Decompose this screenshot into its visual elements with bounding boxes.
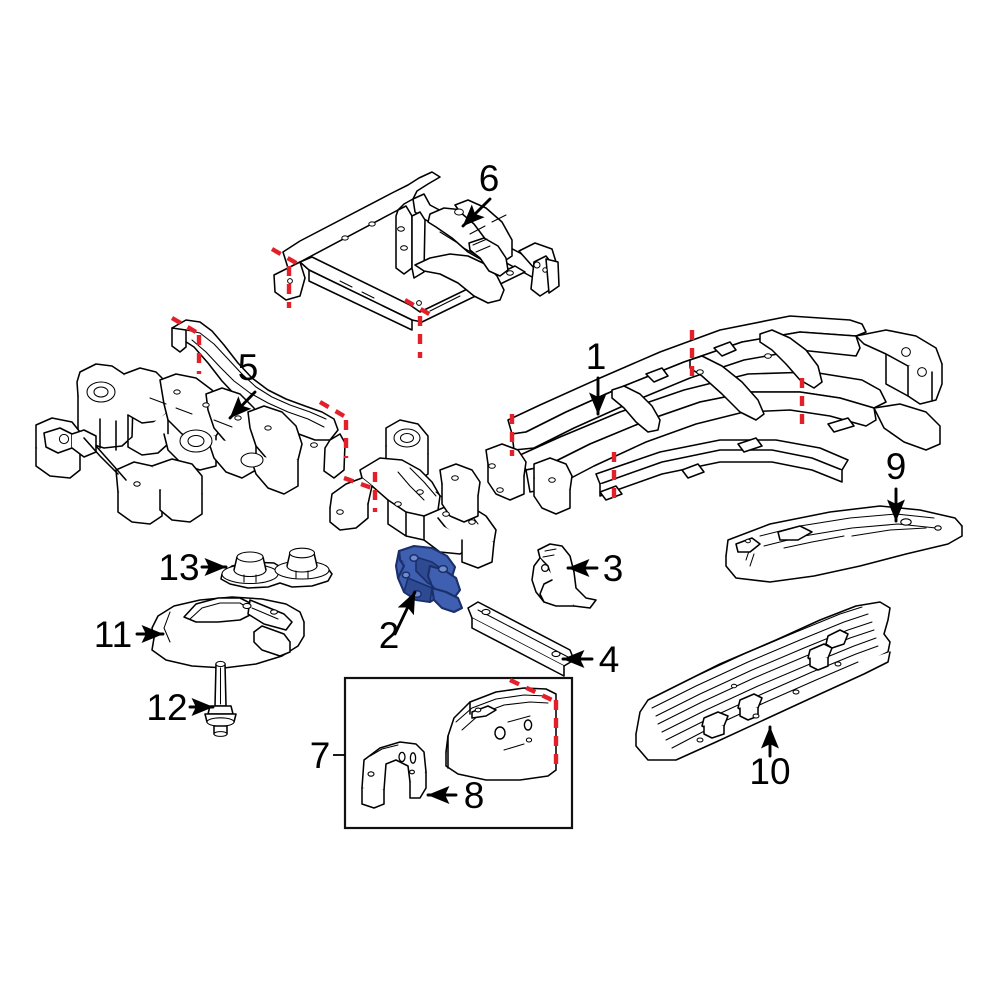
callout-arrow-2	[393, 590, 417, 636]
callout-arrow-5	[228, 390, 257, 420]
callout-label-8: 8	[464, 775, 485, 816]
part-3-bracket-small-angled	[531, 543, 597, 609]
callout-label-9: 9	[886, 446, 907, 487]
callout-label-5: 5	[238, 347, 259, 388]
part-9-skid-plate-front	[725, 505, 963, 583]
callout-arrow-6	[461, 197, 492, 228]
part-4-rail-channel	[467, 601, 575, 677]
part-7-inset-box	[343, 676, 574, 830]
callout-label-4: 4	[599, 639, 620, 680]
callout-label-13: 13	[158, 547, 199, 588]
inset-frame-section	[445, 678, 559, 781]
callout-label-6: 6	[479, 158, 500, 199]
part-2-bracket-highlighted	[394, 544, 464, 614]
callout-label-7: 7	[310, 735, 331, 776]
part-10-skid-plate-rear	[635, 601, 891, 761]
callout-label-1: 1	[586, 336, 607, 377]
callout-label-10: 10	[749, 751, 790, 792]
part-8-u-bracket	[361, 741, 427, 809]
part-1-frame-assembly-main	[329, 315, 943, 569]
part-12-long-bolt	[204, 660, 237, 737]
callout-label-2: 2	[379, 615, 400, 656]
callout-label-12: 12	[146, 687, 187, 728]
callout-label-11: 11	[94, 614, 132, 655]
callout-label-3: 3	[603, 548, 624, 589]
part-5-front-subframe	[35, 316, 349, 525]
callout-layer: 1 2 3 4 5 6 7 8 9 10 11 12 13	[94, 158, 907, 816]
part-11-tow-hook-mount	[151, 596, 305, 669]
part-13-isolator-grommet-pair	[220, 547, 333, 589]
